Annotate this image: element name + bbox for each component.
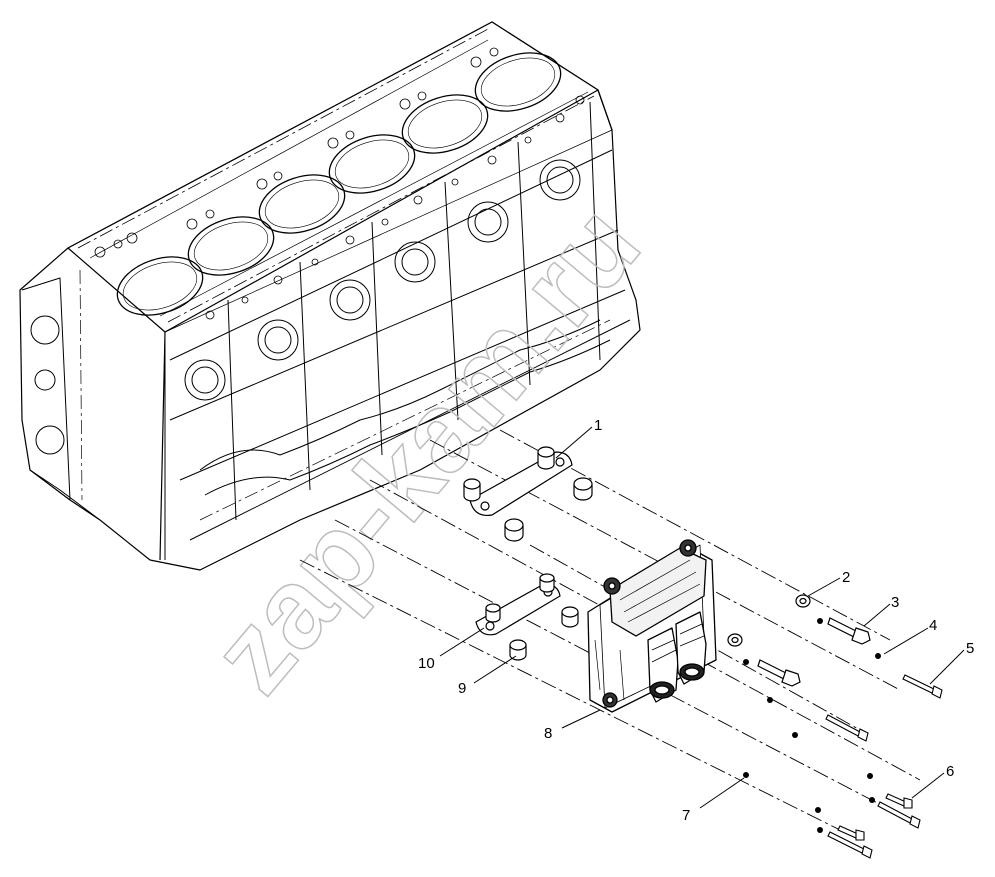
callout-2: 2 xyxy=(842,569,850,586)
callout-9: 9 xyxy=(458,680,466,697)
callout-1: 1 xyxy=(594,417,602,434)
callout-labels: 1 2 3 4 5 6 7 8 9 10 xyxy=(418,417,974,824)
callout-4: 4 xyxy=(929,617,937,634)
callout-6: 6 xyxy=(946,763,954,780)
bracket-upper xyxy=(463,446,573,517)
hex-bolts xyxy=(757,617,871,687)
callout-10: 10 xyxy=(418,655,435,672)
bracket-lower xyxy=(475,573,561,636)
spacer-upper-right xyxy=(573,477,593,501)
control-unit xyxy=(587,539,717,713)
spacer-lower-left xyxy=(509,639,527,661)
cylinder-bores xyxy=(116,52,562,316)
block-end-face xyxy=(21,277,101,521)
long-screws xyxy=(825,674,943,859)
callout-leaders xyxy=(439,426,965,809)
washers xyxy=(727,594,811,647)
callout-7: 7 xyxy=(682,807,690,824)
lock-washers xyxy=(743,618,881,833)
crank-bores xyxy=(184,159,611,496)
spacer-upper-left xyxy=(504,518,524,542)
block-side-ribs xyxy=(79,101,631,560)
deck-holes xyxy=(94,47,585,320)
spacer-lower-right xyxy=(561,606,579,628)
engine-block xyxy=(19,21,641,571)
callout-3: 3 xyxy=(891,594,899,611)
connector-left xyxy=(647,627,679,703)
callout-8: 8 xyxy=(544,725,552,742)
connector-right xyxy=(675,611,707,685)
callout-5: 5 xyxy=(966,640,974,657)
short-screws xyxy=(837,793,913,841)
